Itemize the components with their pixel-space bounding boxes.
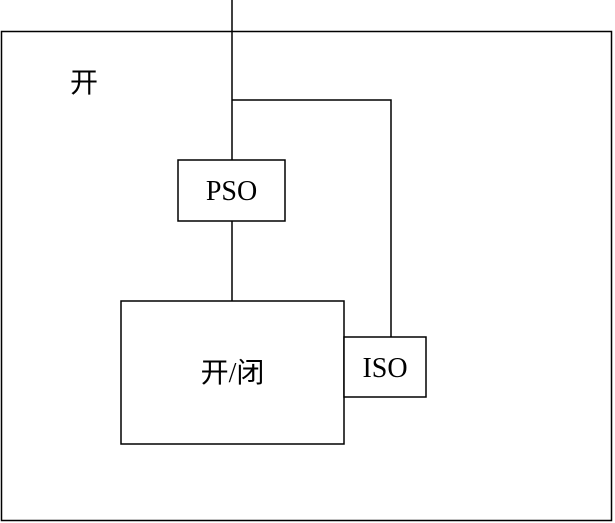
- iso-box: [343, 336, 427, 398]
- iso-label: ISO: [362, 353, 407, 384]
- pso-label: PSO: [206, 176, 257, 207]
- switch-block-box: [120, 300, 345, 445]
- supply-branch-to-iso: [232, 99, 392, 337]
- outer-domain-boundary: [0, 30, 613, 522]
- domain-label: 开: [70, 68, 98, 99]
- pso-box: [177, 159, 286, 222]
- switch-block-label: 开/闭: [201, 357, 265, 389]
